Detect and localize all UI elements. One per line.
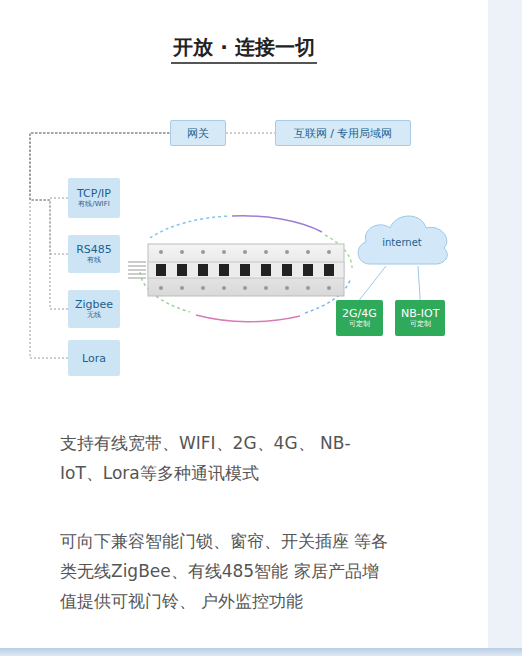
node-label: 网关 (187, 127, 209, 140)
bottom-bar (0, 648, 522, 656)
node-label: 互联网 / 专用局域网 (294, 127, 393, 140)
node-sublabel: 有线/WIFI (78, 200, 109, 209)
label-box: NB-IOT可定制 (395, 300, 445, 336)
node-label: Lora (82, 352, 106, 365)
node-sublabel: 无线 (87, 311, 101, 320)
node-label: TCP/IP (77, 187, 111, 200)
node-label: NB-IOT (401, 307, 439, 320)
connector (30, 133, 170, 358)
node-sublabel: 可定制 (410, 320, 431, 329)
side-panel (488, 0, 522, 656)
label-box: TCP/IP有线/WIFI (68, 178, 120, 218)
connector (30, 133, 170, 309)
node-label: RS485 (76, 243, 112, 256)
label-box: RS485有线 (68, 235, 120, 273)
feature-text: 可向下兼容智能门锁、窗帘、开关插座 等各类无线ZigBee、有线485智能 家居… (60, 526, 390, 616)
connector (418, 266, 420, 300)
label-box: 互联网 / 专用局域网 (275, 120, 411, 146)
label-box: Lora (68, 340, 120, 376)
node-label: 2G/4G (342, 307, 377, 320)
connector (30, 133, 170, 200)
connector (359, 266, 386, 300)
label-box: 网关 (170, 120, 226, 146)
node-label: Zigbee (75, 298, 113, 311)
title: 开放 · 连接一切 (171, 35, 317, 64)
node-label: internet (382, 237, 422, 248)
node-sublabel: 可定制 (349, 320, 370, 329)
node-sublabel: 有线 (87, 256, 101, 265)
feature-text: 支持有线宽带、WIFI、2G、4G、 NB-IoT、Lora等多种通讯模式 (60, 428, 390, 488)
connector (226, 133, 275, 134)
label-box: Zigbee无线 (68, 290, 120, 328)
cloud-node: internet (352, 206, 452, 268)
label-box: 2G/4G可定制 (336, 300, 383, 336)
